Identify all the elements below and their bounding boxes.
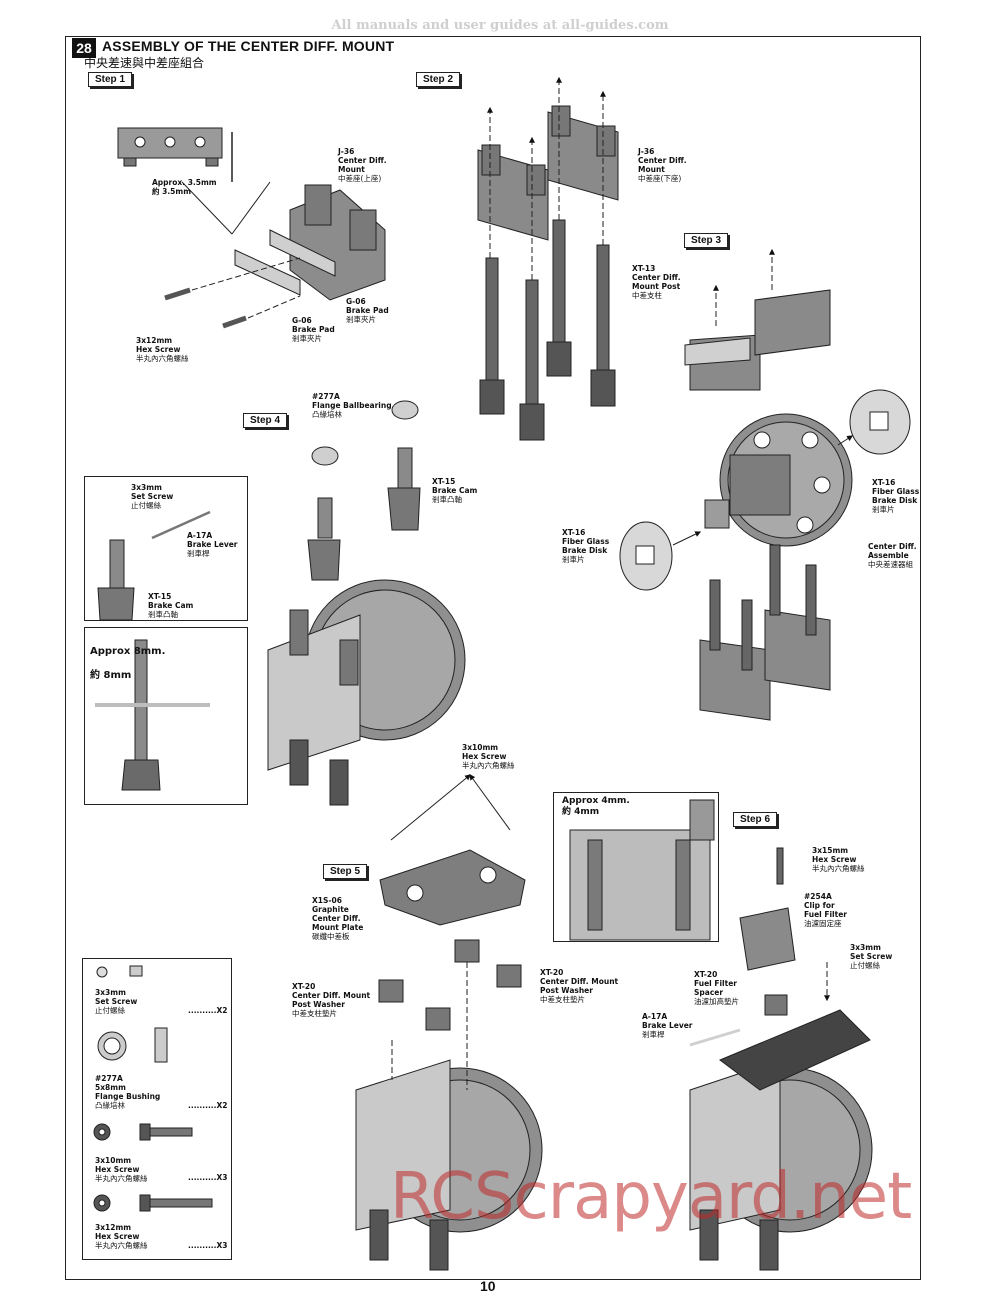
step3-diff-illustration xyxy=(619,248,911,721)
approx-4mm-label: Approx 4mm.約 4mm xyxy=(562,796,630,817)
parts-qty-flange-bushing: ..........X2 xyxy=(188,1101,228,1110)
step2-mount-illustration xyxy=(477,76,619,441)
parts-list-box xyxy=(82,958,232,1260)
step-6-tag: Step 6 xyxy=(733,812,778,827)
step-1-tag: Step 1 xyxy=(88,72,133,87)
page-frame xyxy=(65,36,921,1280)
step-2-tag: Step 2 xyxy=(416,72,461,87)
page-title: ASSEMBLY OF THE CENTER DIFF. MOUNT xyxy=(102,38,395,54)
step4-approx8-inset xyxy=(84,627,248,805)
step-3-tag: Step 3 xyxy=(684,233,729,248)
source-watermark: All manuals and user guides at all-guide… xyxy=(331,18,669,33)
step-5-tag: Step 5 xyxy=(323,864,368,879)
step1-mount-illustration xyxy=(117,127,386,329)
step4-cam-illustration xyxy=(95,400,466,806)
page-subtitle: 中央差速與中差座組合 xyxy=(84,56,205,70)
parts-qty-3x10-screw: ..........X3 xyxy=(188,1173,228,1182)
section-number: 28 xyxy=(72,38,96,58)
approx-8mm-label: Approx 8mm.約 8mm xyxy=(90,646,166,681)
parts-list-icons xyxy=(93,965,213,1212)
step-4-tag: Step 4 xyxy=(243,413,288,428)
site-watermark: RCScrapyard.net xyxy=(390,1160,912,1234)
step5-plate-illustration xyxy=(355,774,715,1271)
page-number: 10 xyxy=(480,1278,496,1294)
parts-qty-3x12-screw: ..........X3 xyxy=(188,1241,228,1250)
parts-qty-set-screw: ..........X2 xyxy=(188,1006,228,1015)
step6-clip-illustration xyxy=(689,847,873,1271)
